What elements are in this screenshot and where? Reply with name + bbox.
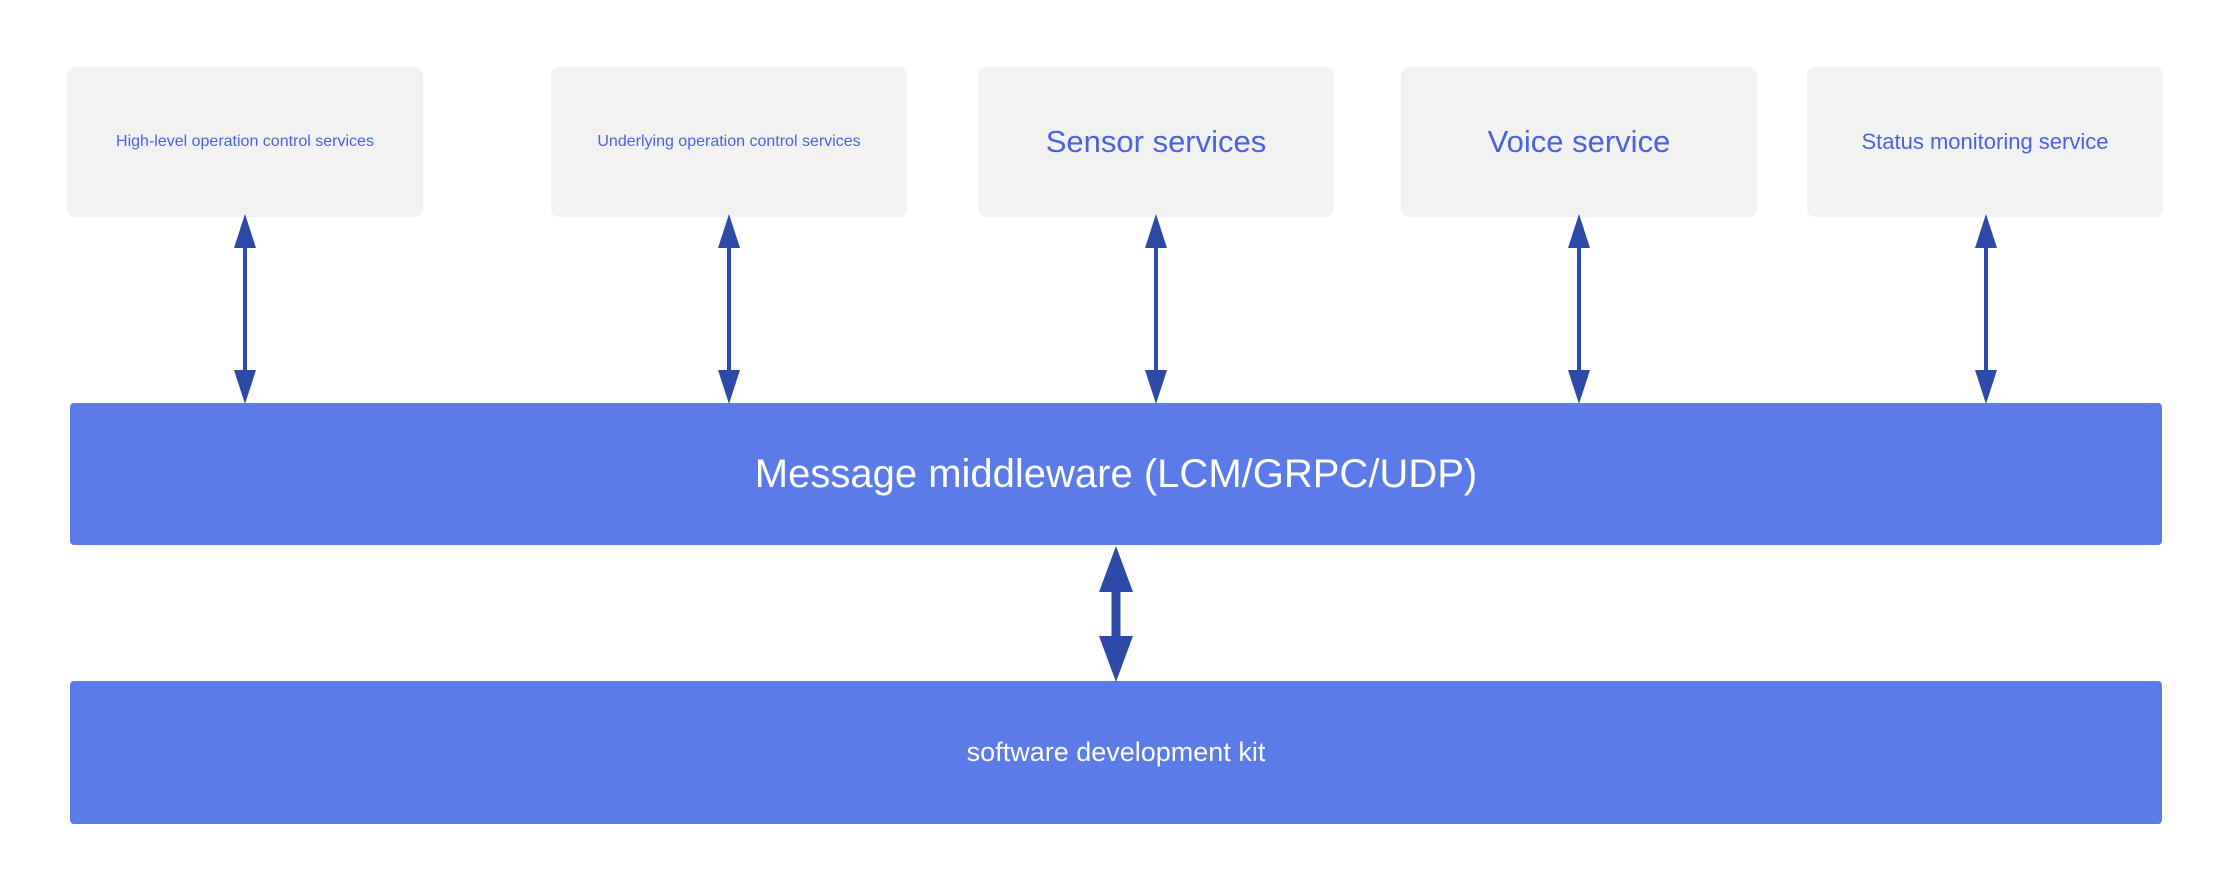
double-arrow-middleware-sdk [1099,546,1133,682]
service-box-high-level: High-level operation control services [67,67,423,217]
service-box-voice: Voice service [1401,67,1757,217]
double-arrow-underlying [718,214,740,404]
double-arrow-voice [1568,214,1590,404]
double-arrow-high-level [234,214,256,404]
service-label: Status monitoring service [1861,129,2109,154]
message-middleware-bar: Message middleware (LCM/GRPC/UDP) [70,403,2162,545]
sdk-label: software development kit [966,737,1266,767]
service-label: Voice service [1487,124,1671,159]
service-box-sensor: Sensor services [978,67,1334,217]
service-label: Underlying operation control services [597,133,861,150]
service-label: High-level operation control services [116,133,374,150]
service-box-status-monitoring: Status monitoring service [1807,67,2163,217]
middleware-label: Message middleware (LCM/GRPC/UDP) [754,451,1478,496]
sdk-bar: software development kit [70,681,2162,824]
double-arrow-sensor [1145,214,1167,404]
double-arrow-status-monitoring [1975,214,1997,404]
service-box-underlying: Underlying operation control services [551,67,907,217]
service-label: Sensor services [1045,124,1267,159]
